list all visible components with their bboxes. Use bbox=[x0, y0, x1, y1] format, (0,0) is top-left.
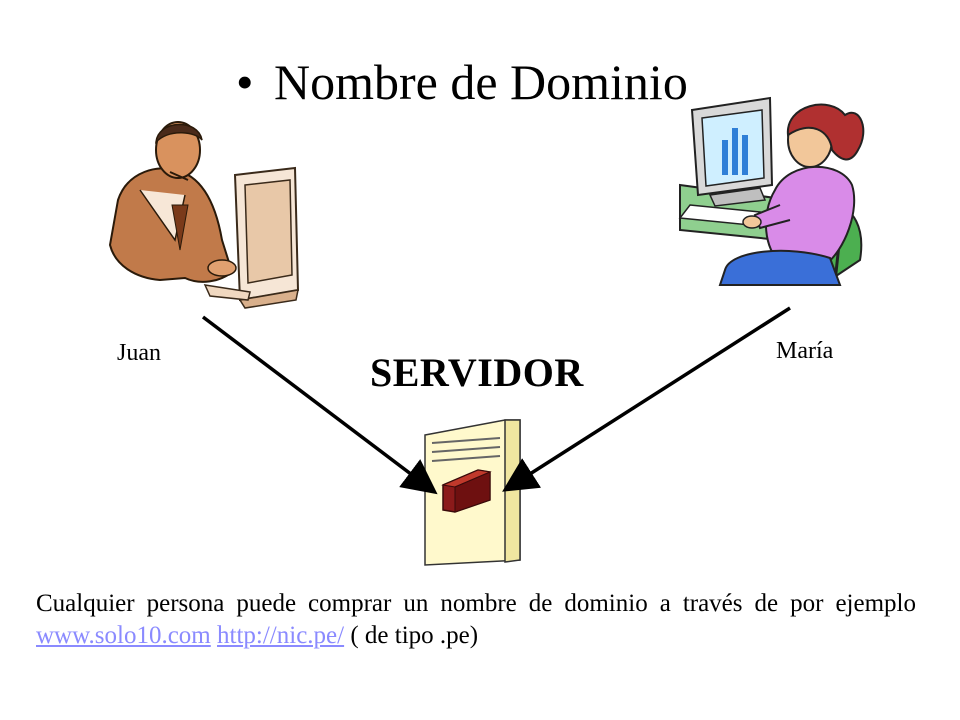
maria-label: María bbox=[776, 338, 834, 364]
caption-text: Cualquier persona puede comprar un nombr… bbox=[36, 590, 916, 617]
maria-clipart bbox=[678, 96, 865, 286]
caption: Cualquier persona puede comprar un nombr… bbox=[36, 588, 916, 652]
link-nic-pe[interactable]: http://nic.pe/ bbox=[217, 622, 345, 649]
arrow-juan-to-server bbox=[201, 315, 438, 495]
juan-label: Juan bbox=[117, 340, 161, 366]
juan-clipart bbox=[108, 121, 300, 309]
link-solo10[interactable]: www.solo10.com bbox=[36, 622, 211, 649]
title-bullet: • bbox=[236, 54, 254, 110]
title-text: Nombre de Dominio bbox=[274, 54, 688, 110]
arrow-maria-to-server bbox=[502, 306, 791, 492]
server-icon bbox=[424, 419, 521, 566]
caption-suffix: ( de tipo .pe) bbox=[344, 622, 479, 649]
slide-title: • Nombre de Dominio bbox=[236, 52, 688, 112]
server-label: SERVIDOR bbox=[370, 350, 584, 395]
